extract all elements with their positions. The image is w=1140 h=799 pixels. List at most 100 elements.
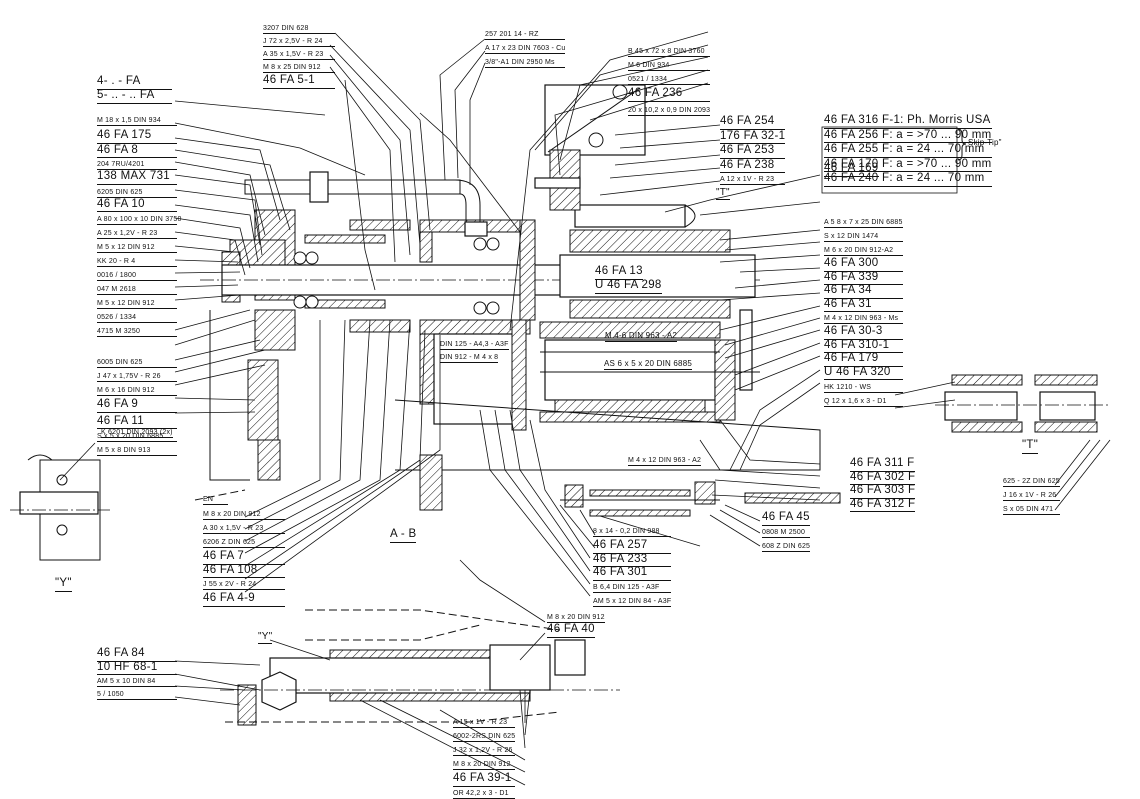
part-label: 204 7RU/4201: [97, 161, 177, 170]
part-label: 46 FA 39-1: [453, 772, 516, 787]
detail-t-ref: "T": [716, 187, 730, 200]
leader-lines: [59, 31, 1111, 786]
part-label: 46 FA 9: [97, 398, 177, 413]
part-label: EN: [203, 496, 228, 505]
part-label: AM 5 x 12 DIN 84 - A3F: [593, 597, 672, 607]
part-label: M 5 x 12 DIN 912: [97, 244, 177, 253]
part-label: A 5 8 x 7 x 25 DIN 6885: [824, 219, 903, 228]
part-label: 46 FA 10: [97, 198, 177, 212]
part-label: M 5 x 8 DIN 913: [97, 447, 177, 456]
top-right-label-column: B 45 x 72 x 8 DIN 3760 M 6 DIN 934 0521 …: [628, 48, 711, 116]
part-label: 6002-2RS DIN 625: [453, 733, 516, 742]
left-label-column: M 18 x 1,5 DIN 934 46 FA 175 46 FA 8 204…: [97, 117, 182, 456]
part-label: J 72 x 2,5V - R 24: [263, 38, 335, 47]
part-label: 46 FA 4-9: [203, 592, 285, 607]
part-label: 047 M 2618: [97, 286, 177, 295]
part-label: M 4-6 DIN 963 - A2: [605, 331, 678, 342]
part-label: M 8 x 20 DIN 912: [547, 614, 605, 623]
part-label: 46 FA 169: [824, 162, 879, 177]
section-label-a-b: A - B: [390, 528, 417, 543]
lower-right-label-column: 46 FA 45 0808 M 2500 608 Z DIN 625: [762, 511, 811, 552]
part-label: 46 FA 84: [97, 647, 177, 662]
part-label: 46 FA 236: [628, 87, 711, 102]
part-label: A 80 x 100 x 10 DIN 3750: [97, 216, 182, 225]
part-label: 20 x 10,2 x 0,9 DIN 2093: [628, 106, 711, 116]
part-label: J 47 x 1,75V - R 26: [97, 373, 177, 382]
bottom-left-label-column: 46 FA 84 10 HF 68-1 AM 5 x 10 DIN 84 5 /…: [97, 647, 177, 700]
part-label: 46 FA 8: [97, 144, 177, 158]
detail-y-caption: "Y": [55, 577, 72, 592]
part-label: J 32 x 1,2V - R 26: [453, 747, 516, 756]
skip-tip-item: 46 FA 255 F: a = 24 ... 70 mm: [824, 143, 992, 158]
part-label: 46 FA 34: [824, 284, 903, 299]
lower-center-label-column: 8 x 14 - 0,2 DIN 988 46 FA 257 46 FA 233…: [593, 528, 672, 607]
part-label: 46 FA 5-1: [263, 74, 335, 89]
part-label: A 12 x 1V - R 23: [720, 176, 786, 185]
part-label: A 25 x 1,2V - R 23: [97, 230, 177, 239]
part-label: M 18 x 1,5 DIN 934: [97, 117, 177, 126]
detail-y-view: [10, 454, 110, 561]
part-label: M 8 x 25 DIN 912: [263, 64, 335, 73]
bottom-assembly-view: [220, 609, 620, 726]
part-label: 257 201 14 - RZ: [485, 31, 566, 40]
label-top-left-1: 4- . - FA: [97, 75, 172, 90]
part-label: HK 1210 - WS: [824, 384, 903, 393]
part-label: Q 12 x 1,6 x 3 - D1: [824, 398, 903, 407]
part-label: 46 FA 254: [720, 115, 786, 130]
part-label: B 45 x 72 x 8 DIN 3760: [628, 48, 711, 57]
part-label: 10 HF 68-1: [97, 661, 177, 675]
part-label: 46 FA 238: [720, 159, 786, 173]
part-label: DIN 912 - M 4 x 8: [440, 354, 499, 363]
part-label: 625 - 2Z DIN 625: [1003, 478, 1060, 487]
part-label: 46 FA 11: [97, 415, 177, 429]
part-label: AS 6 x 5 x 20 DIN 6885: [604, 359, 693, 370]
part-label: M 8 x 20 DIN 912: [453, 761, 516, 770]
part-label: 3/8"-A1 DIN 2950 Ms: [485, 59, 566, 68]
part-label: M 8 x 20 DIN 912: [203, 511, 285, 520]
pipe-label-column: 257 201 14 - RZ A 17 x 23 DIN 7603 - Cu …: [485, 31, 566, 68]
part-label: K 6201 DIN 2093 (2x): [101, 429, 173, 438]
skip-tip-group: 46 FA 316 F-1: Ph. Morris USA 46 FA 256 …: [824, 114, 992, 187]
main-section-view: [194, 84, 841, 517]
part-label: 176 FA 32-1: [720, 130, 786, 144]
part-label: 46 FA 301: [593, 566, 672, 581]
skip-tip-frame: [821, 126, 958, 194]
part-label: 46 FA 303 F: [850, 484, 916, 499]
part-label: 0521 / 1334: [628, 76, 711, 85]
part-label: A 35 x 1,5V - R 23: [263, 51, 335, 60]
part-label: 46 FA 108: [203, 564, 285, 578]
part-label: 46 FA 31: [824, 298, 903, 312]
skip-tip-bracket-label: Skip-Tip": [968, 138, 1002, 147]
part-label: S x 05 DIN 471: [1003, 506, 1060, 515]
part-label: 138 MAX 731: [97, 170, 177, 185]
part-label: 608 Z DIN 625: [762, 542, 811, 552]
part-label: 46 FA 179: [824, 352, 903, 367]
part-label: A 30 x 1,5V - R 23: [203, 525, 285, 534]
skip-tip-item: 46 FA 240 F: a = 24 ... 70 mm: [824, 172, 992, 187]
part-label: U 46 FA 298: [595, 279, 662, 294]
part-label: 46 FA 45: [762, 511, 811, 526]
top-center-label-column: 3207 DIN 628 J 72 x 2,5V - R 24 A 35 x 1…: [263, 25, 335, 89]
part-label: 46 FA 13: [595, 265, 643, 280]
detail-y-ref: "Y": [258, 631, 273, 644]
detail-t-caption: "T": [1022, 439, 1039, 454]
part-label: 0808 M 2500: [762, 529, 811, 538]
part-label: 46 FA 175: [97, 129, 177, 144]
part-label: 6005 DIN 625: [97, 359, 177, 368]
part-label: 46 FA 7: [203, 550, 285, 565]
part-label: DIN 125 - A4,3 - A3F: [440, 341, 509, 350]
part-label: B 6,4 DIN 125 - A3F: [593, 584, 672, 593]
part-label: M 6 x 20 DIN 912-A2: [824, 247, 903, 256]
part-label: 46 FA 311 F: [850, 457, 916, 472]
part-label: 8 x 14 - 0,2 DIN 988: [593, 528, 672, 537]
part-label: 46 FA 339: [824, 271, 903, 285]
part-label: 46 FA 300: [824, 257, 903, 272]
part-label: M 4 x 12 DIN 963 - Ms: [824, 315, 903, 324]
part-label: A 17 x 23 DIN 7603 - Cu: [485, 45, 566, 54]
part-label: A 15 x 1V - R 23: [453, 719, 516, 728]
right-middle-label-column: A 5 8 x 7 x 25 DIN 6885 S x 12 DIN 1474 …: [824, 219, 903, 407]
part-label: S x 12 DIN 1474: [824, 233, 903, 242]
part-label: AM 5 x 10 DIN 84: [97, 678, 177, 687]
part-label: KK 20 - R 4: [97, 258, 177, 267]
